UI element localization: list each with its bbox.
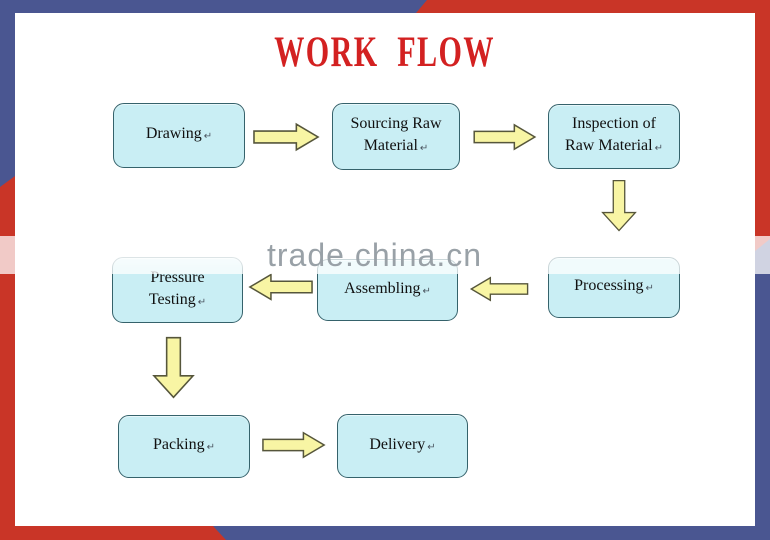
flow-box-delivery: Delivery↵ <box>337 414 468 478</box>
box-line: Packing↵ <box>153 434 215 459</box>
enter-mark: ↵ <box>645 283 654 294</box>
enter-mark: ↵ <box>197 296 207 308</box>
box-label: Sourcing Raw <box>350 115 442 132</box>
watermark-band <box>0 236 770 274</box>
box-line: Inspection of <box>572 113 656 135</box>
enter-mark: ↵ <box>654 143 663 154</box>
enter-mark: ↵ <box>422 285 431 297</box>
frame-top-red-corner <box>416 0 770 13</box>
box-label: Drawing <box>145 125 202 142</box>
box-label: Testing <box>148 290 196 308</box>
watermark-blur-smudge <box>110 240 290 266</box>
box-line: Processing↵ <box>574 275 654 300</box>
arrow-down-inspection-to-processing-icon <box>601 179 637 232</box>
frame-left-blue-bar <box>0 0 15 200</box>
page-title: WORK FLOW <box>0 29 770 76</box>
frame-right-blue-bar <box>755 239 770 540</box>
box-line: Raw Material↵ <box>565 135 663 160</box>
box-line: Assembling↵ <box>344 278 431 303</box>
enter-mark: ↵ <box>206 442 215 453</box>
flow-box-drawing: Drawing↵ <box>113 103 245 168</box>
arrow-left-assembling-to-pressure-icon <box>248 273 313 301</box>
flow-box-sourcing-raw-material: Sourcing Raw Material↵ <box>332 103 460 170</box>
frame-bottom-red-corner <box>0 526 226 540</box>
flow-box-packing: Packing↵ <box>118 415 250 478</box>
box-line: Delivery↵ <box>369 434 435 459</box>
box-line: Testing↵ <box>149 289 206 314</box>
flow-box-inspection-of-raw-material: Inspection of Raw Material↵ <box>548 104 680 169</box>
arrow-down-pressure-to-packing-icon <box>152 336 195 399</box>
box-label: Assembling <box>344 279 421 297</box>
box-label: Raw Material <box>565 137 653 154</box>
box-line: Sourcing Raw <box>350 113 441 135</box>
box-label: Packing <box>153 436 205 453</box>
box-label: Material <box>363 137 418 154</box>
arrow-right-sourcing-to-inspection-icon <box>473 123 537 151</box>
arrow-right-packing-to-delivery-icon <box>262 431 326 459</box>
arrow-left-processing-to-assembling-icon <box>469 276 529 302</box>
box-label: Processing <box>574 277 644 294</box>
box-label: Inspection of <box>572 115 656 132</box>
enter-mark: ↵ <box>419 143 429 154</box>
box-line: Material↵ <box>364 135 429 160</box>
watermark-text: trade.china.cn <box>267 237 483 273</box>
enter-mark: ↵ <box>427 441 436 453</box>
arrow-right-drawing-to-sourcing-icon <box>253 122 320 152</box>
page-title-text: WORK FLOW <box>274 29 496 76</box>
box-label: Delivery <box>369 435 426 453</box>
enter-mark: ↵ <box>203 131 213 142</box>
box-line: Drawing↵ <box>146 123 212 148</box>
